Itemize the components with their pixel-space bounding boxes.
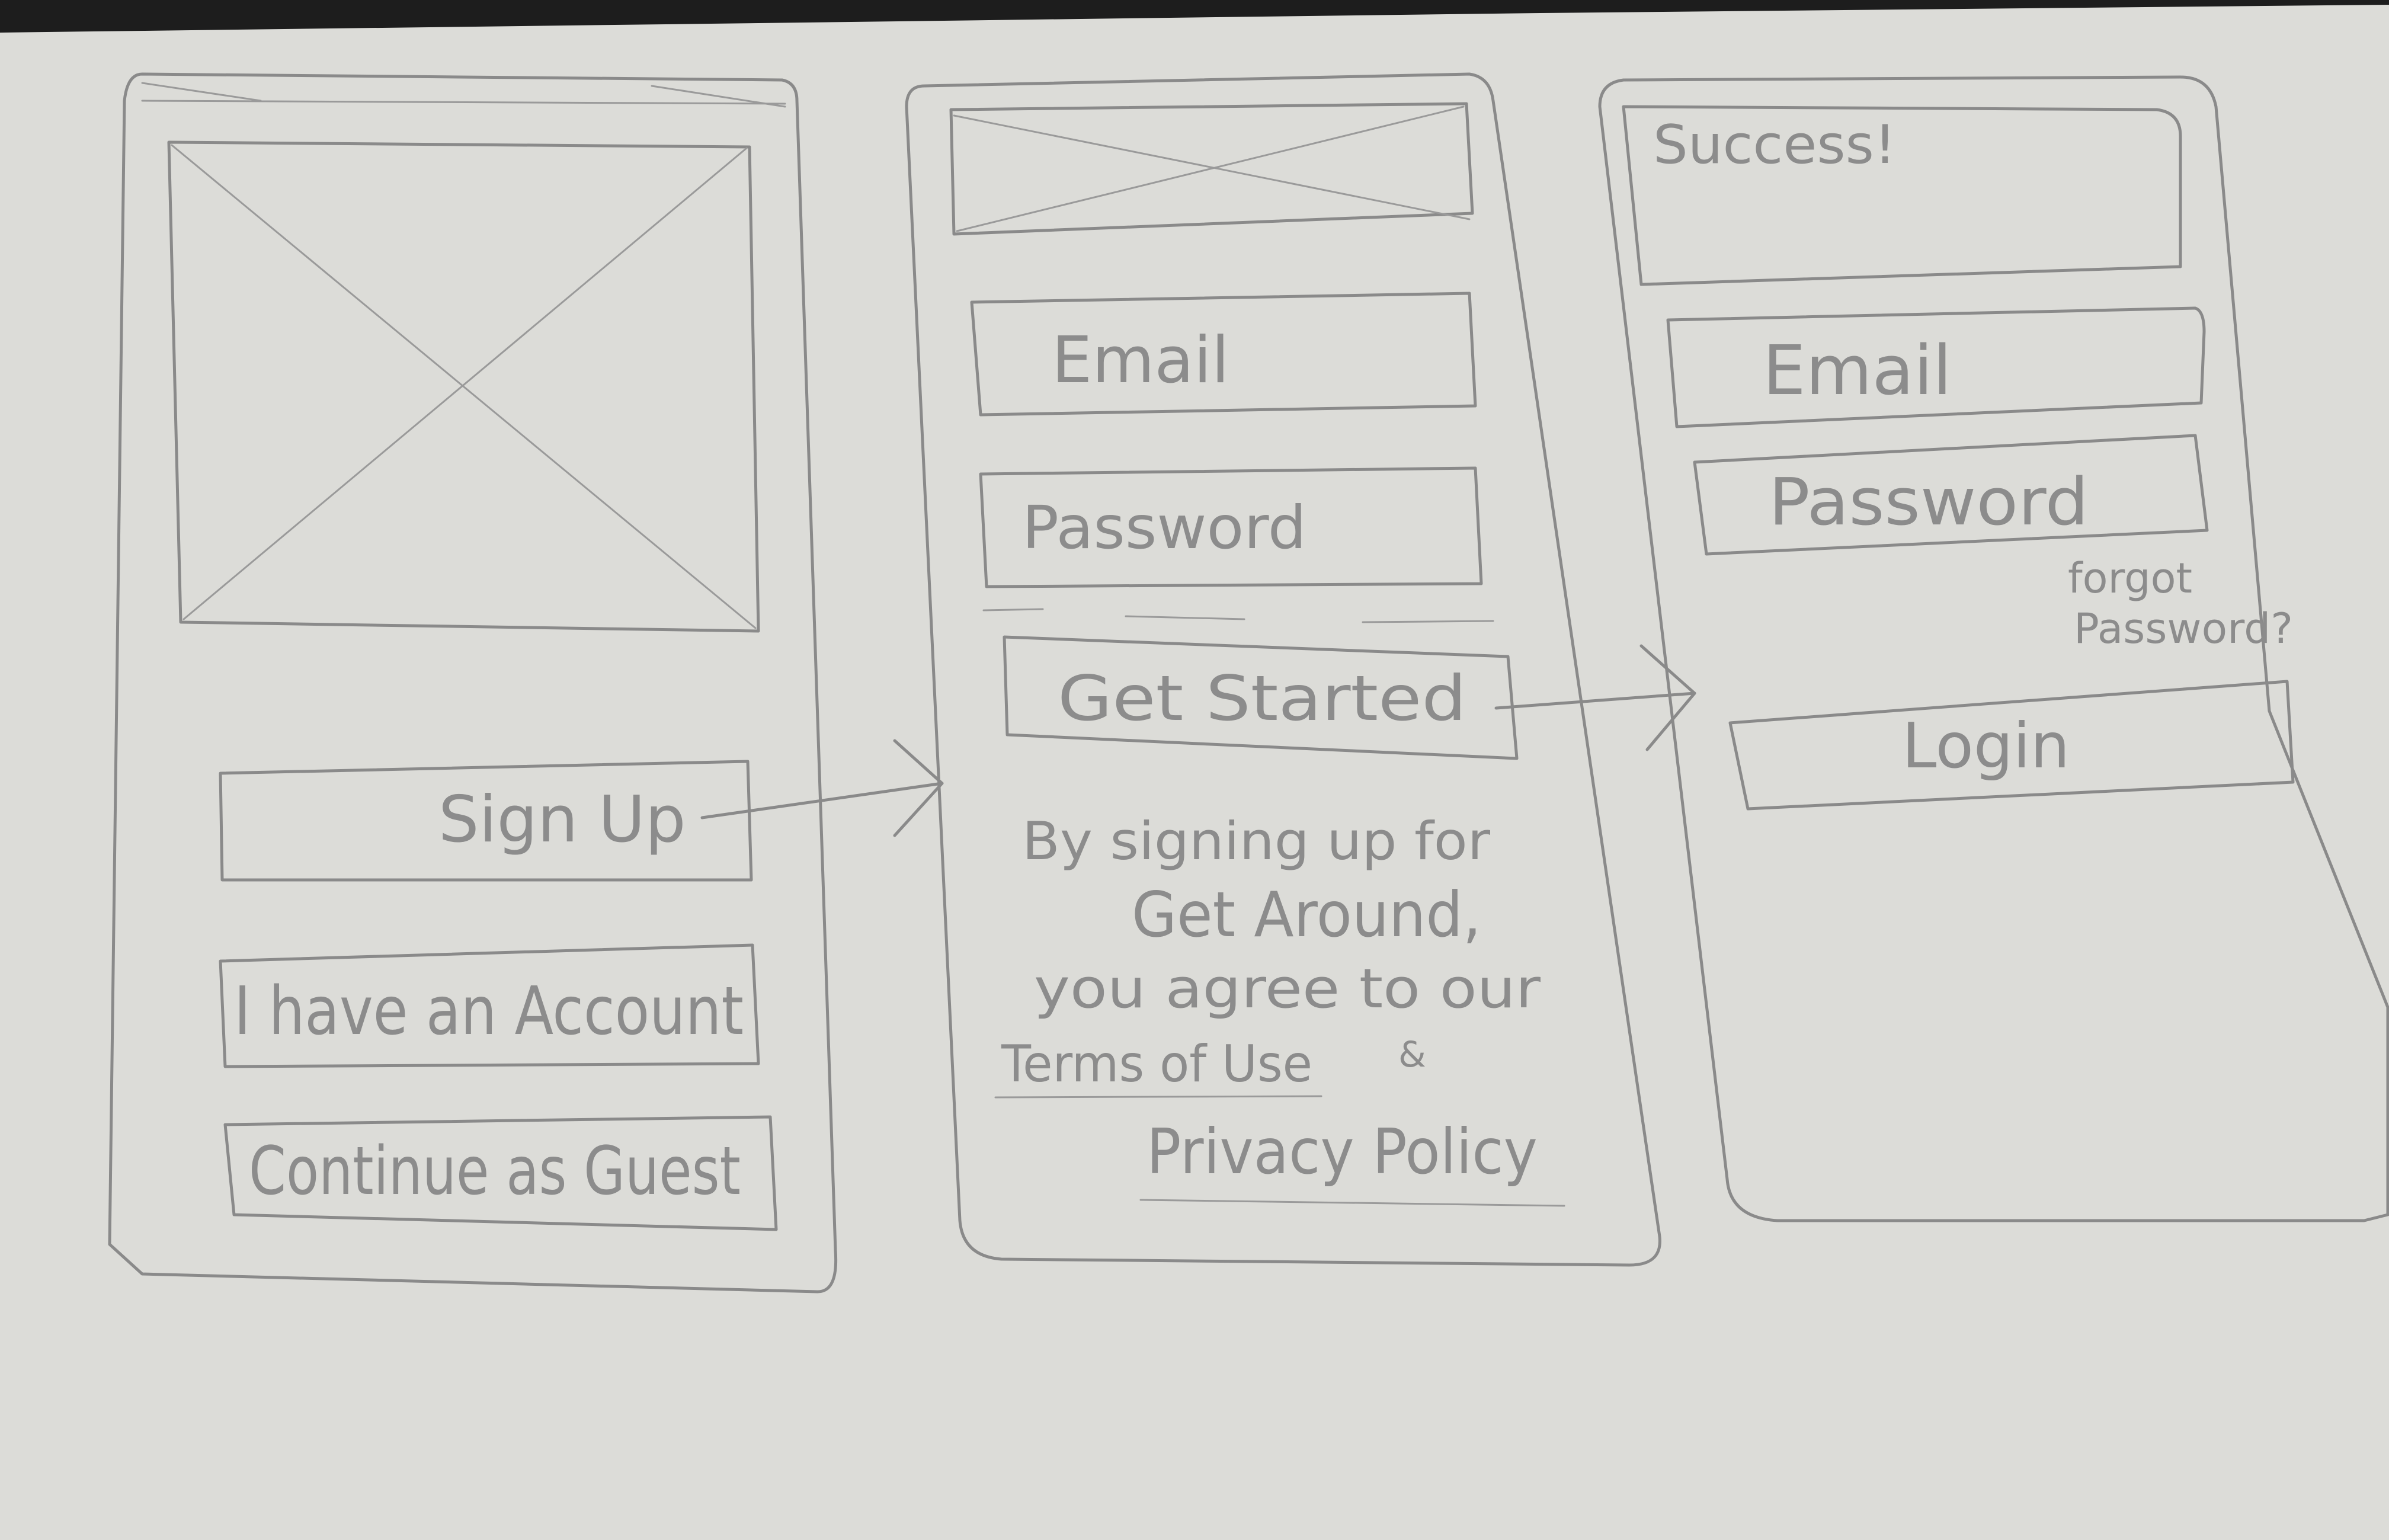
hero-image-placeholder — [167, 140, 760, 633]
forgot-line-2: Password? — [2074, 604, 2293, 653]
forgot-password-link[interactable]: forgot Password? — [2068, 554, 2293, 653]
status-bar — [141, 82, 786, 108]
forgot-line-1: forgot — [2068, 554, 2192, 603]
legal-line-2: Get Around, — [1132, 879, 1481, 951]
phone-frame-1 — [108, 72, 838, 1294]
terms-link-label: Terms of Use — [1001, 1035, 1312, 1094]
paper-sheet — [0, 5, 2389, 1540]
legal-line-1: By signing up for — [1022, 811, 1491, 872]
login-password-field[interactable]: Password — [1693, 434, 2209, 556]
login-email-field[interactable]: Email — [1666, 306, 2206, 428]
success-text: Success! — [1653, 114, 1896, 176]
legal-line-3: you agree to our — [1034, 957, 1541, 1020]
password-placeholder: Password — [1022, 493, 1306, 562]
screen-welcome: Sign Up I have an Account Continue as Gu… — [108, 72, 944, 1294]
sign-up-button[interactable]: Sign Up — [219, 760, 753, 882]
header-image-placeholder — [949, 102, 1474, 236]
login-button[interactable]: Login — [1728, 680, 2295, 811]
get-started-label: Get Started — [1058, 662, 1466, 735]
email-placeholder: Email — [1052, 324, 1229, 398]
email-field[interactable]: Email — [970, 292, 1477, 417]
privacy-link-label: Privacy Policy — [1147, 1116, 1538, 1188]
terms-of-use-link[interactable]: Terms of Use — [994, 1035, 1322, 1099]
sign-up-label: Sign Up — [438, 783, 686, 857]
continue-guest-label: Continue as Guest — [249, 1133, 741, 1210]
login-password-placeholder: Password — [1769, 464, 2089, 540]
phone-frame-2 — [905, 72, 1661, 1267]
login-label: Login — [1902, 710, 2070, 782]
flow-arrow-1 — [700, 739, 944, 837]
password-field[interactable]: Password — [979, 466, 1483, 588]
success-banner: Success! — [1622, 105, 2182, 286]
login-email-placeholder: Email — [1763, 331, 1952, 411]
legal-notice: By signing up for Get Around, you agree … — [994, 811, 1565, 1207]
have-account-label: I have an Account — [234, 973, 744, 1050]
continue-guest-button[interactable]: Continue as Guest — [223, 1115, 778, 1231]
divider — [982, 608, 1494, 623]
ampersand: & — [1398, 1034, 1426, 1075]
flow-arrow-2 — [1494, 644, 1696, 751]
have-account-button[interactable]: I have an Account — [219, 943, 760, 1068]
privacy-policy-link[interactable]: Privacy Policy — [1139, 1116, 1565, 1207]
screen-sign-up: Email Password Get Started By signing up… — [905, 72, 1696, 1267]
screen-login: Success! Email Password forgot Password?… — [1598, 75, 2389, 1222]
phone-frame-3 — [1598, 75, 2389, 1222]
get-started-button[interactable]: Get Started — [1003, 635, 1519, 760]
